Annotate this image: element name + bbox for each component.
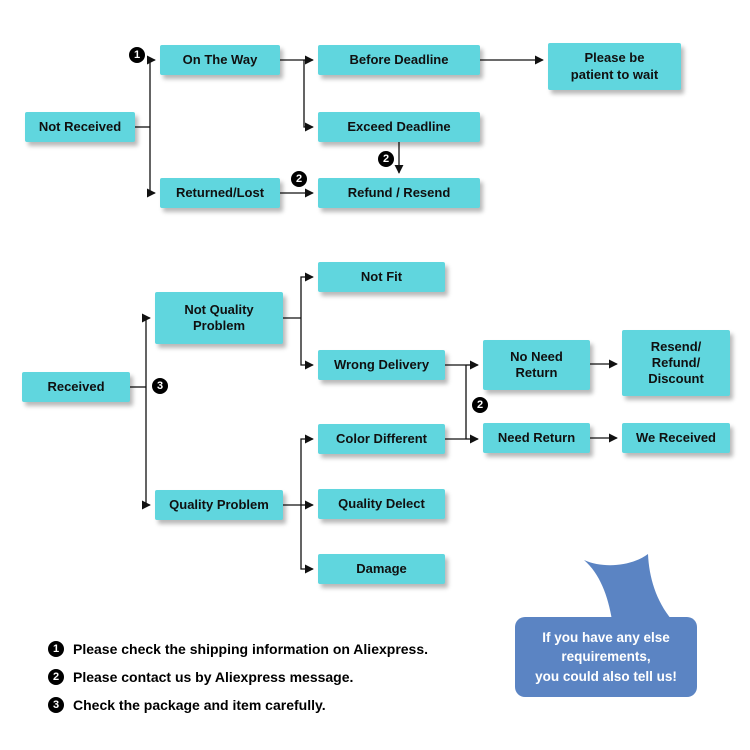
legend-text-2: Please contact us by Aliexpress message. xyxy=(73,669,354,685)
node-exceed-deadline: Exceed Deadline xyxy=(318,112,480,142)
step-2-marker: 2 xyxy=(472,397,488,413)
legend-text-1: Please check the shipping information on… xyxy=(73,641,429,657)
legend-item-3: 3 Check the package and item carefully. xyxy=(48,697,326,713)
step-1-marker: 1 xyxy=(129,47,145,63)
node-not-fit: Not Fit xyxy=(318,262,445,292)
node-damage: Damage xyxy=(318,554,445,584)
node-not-received: Not Received xyxy=(25,112,135,142)
legend-item-2: 2 Please contact us by Aliexpress messag… xyxy=(48,669,353,685)
node-not-quality-problem: Not Quality Problem xyxy=(155,292,283,344)
node-color-different: Color Different xyxy=(318,424,445,454)
node-quality-problem: Quality Problem xyxy=(155,490,283,520)
node-refund-resend: Refund / Resend xyxy=(318,178,480,208)
step-3-marker: 3 xyxy=(48,697,64,713)
node-resend-refund-discount: Resend/ Refund/ Discount xyxy=(622,330,730,396)
callout-bubble: If you have any else requirements, you c… xyxy=(515,617,697,697)
step-2-marker: 2 xyxy=(48,669,64,685)
node-we-received: We Received xyxy=(622,423,730,453)
node-received: Received xyxy=(22,372,130,402)
node-no-need-return: No Need Return xyxy=(483,340,590,390)
step-2-marker: 2 xyxy=(378,151,394,167)
legend-item-1: 1 Please check the shipping information … xyxy=(48,641,428,657)
node-please-be-patient: Please be patient to wait xyxy=(548,43,681,90)
step-1-marker: 1 xyxy=(48,641,64,657)
node-on-the-way: On The Way xyxy=(160,45,280,75)
step-3-marker: 3 xyxy=(152,378,168,394)
legend-text-3: Check the package and item carefully. xyxy=(73,697,326,713)
node-quality-delect: Quality Delect xyxy=(318,489,445,519)
node-need-return: Need Return xyxy=(483,423,590,453)
node-wrong-delivery: Wrong Delivery xyxy=(318,350,445,380)
node-before-deadline: Before Deadline xyxy=(318,45,480,75)
step-2-marker: 2 xyxy=(291,171,307,187)
node-returned-lost: Returned/Lost xyxy=(160,178,280,208)
callout-tail xyxy=(584,554,672,620)
